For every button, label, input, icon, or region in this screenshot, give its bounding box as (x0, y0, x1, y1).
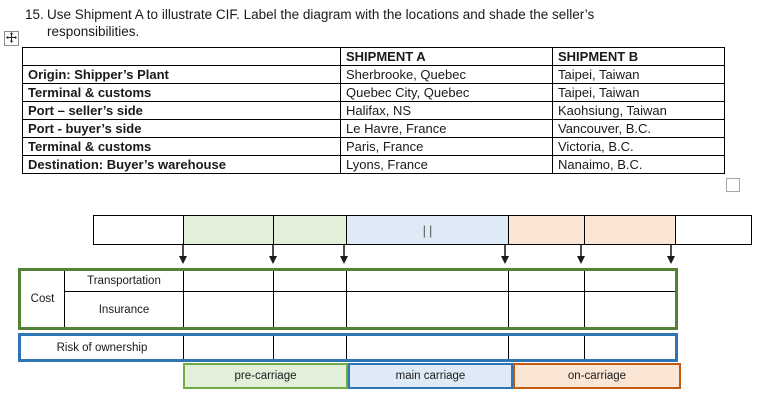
shipment-b-cell: Vancouver, B.C. (552, 119, 725, 138)
down-arrow-icon (340, 245, 348, 264)
down-arrow-icon (577, 245, 585, 264)
table-move-handle[interactable] (4, 31, 19, 46)
insurance-cell-1[interactable] (184, 292, 274, 327)
cost-grid: Cost Transportation Insurance (18, 268, 678, 330)
question-text-line1: Use Shipment A to illustrate CIF. Label … (47, 7, 595, 22)
shipment-a-cell: Lyons, France (340, 155, 553, 174)
shipment-a-cell: Paris, France (340, 137, 553, 156)
risk-cell-1[interactable] (184, 336, 274, 359)
down-arrow-icon (269, 245, 277, 264)
table-row: Destination: Buyer’s warehouse Lyons, Fr… (22, 155, 725, 174)
shipment-b-cell: Taipei, Taiwan (552, 83, 725, 102)
bar-segment-pre-carriage-1[interactable] (183, 216, 273, 244)
row-label-cell: Port – seller’s side (22, 101, 341, 120)
down-arrow-icon (667, 245, 675, 264)
shipment-b-cell: Taipei, Taiwan (552, 65, 725, 84)
table-row: Terminal & customs Paris, France Victori… (22, 137, 725, 156)
bar-segment-on-carriage-2[interactable] (584, 216, 675, 244)
risk-cell-4[interactable] (509, 336, 585, 359)
shipment-a-cell: Sherbrooke, Quebec (340, 65, 553, 84)
insurance-cell-3[interactable] (347, 292, 509, 327)
risk-grid: Risk of ownership (18, 333, 678, 362)
risk-cell-2[interactable] (274, 336, 347, 359)
shipment-b-cell: Kaohsiung, Taiwan (552, 101, 725, 120)
col-header-blank (22, 47, 341, 66)
transportation-cell-3[interactable] (347, 271, 509, 292)
row-label-cell: Destination: Buyer’s warehouse (22, 155, 341, 174)
down-arrow-icon (501, 245, 509, 264)
bar-segment-main-carriage[interactable]: || (346, 216, 508, 244)
shipment-a-cell: Quebec City, Quebec (340, 83, 553, 102)
transportation-cell-1[interactable] (184, 271, 274, 292)
risk-of-ownership-label: Risk of ownership (21, 336, 184, 359)
table-row: Origin: Shipper’s Plant Sherbrooke, Queb… (22, 65, 725, 84)
pre-carriage-label: pre-carriage (183, 363, 348, 389)
shipment-b-cell: Nanaimo, B.C. (552, 155, 725, 174)
shipment-table: SHIPMENT A SHIPMENT B Origin: Shipper’s … (22, 47, 725, 174)
shipment-a-cell: Le Havre, France (340, 119, 553, 138)
bar-segment-origin[interactable] (94, 216, 183, 244)
transportation-label: Transportation (65, 271, 184, 292)
insurance-cell-2[interactable] (274, 292, 347, 327)
table-row: Port - buyer’s side Le Havre, France Van… (22, 119, 725, 138)
table-resize-handle[interactable] (726, 178, 740, 192)
transportation-cell-2[interactable] (274, 271, 347, 292)
insurance-cell-5[interactable] (585, 292, 675, 327)
risk-cell-5[interactable] (585, 336, 675, 359)
row-label-cell: Origin: Shipper’s Plant (22, 65, 341, 84)
cost-label: Cost (21, 271, 65, 327)
shipment-a-cell: Halifax, NS (340, 101, 553, 120)
row-label-cell: Terminal & customs (22, 137, 341, 156)
bar-segment-pre-carriage-2[interactable] (273, 216, 346, 244)
move-icon (6, 30, 17, 48)
bar-segment-on-carriage-1[interactable] (508, 216, 584, 244)
carriage-flow-bar: || (93, 215, 752, 245)
table-row: Terminal & customs Quebec City, Quebec T… (22, 83, 725, 102)
insurance-label: Insurance (65, 292, 184, 327)
row-label-cell: Terminal & customs (22, 83, 341, 102)
question-text-line2: responsibilities. (47, 24, 140, 39)
table-header-row: SHIPMENT A SHIPMENT B (22, 47, 725, 66)
row-label-cell: Port - buyer’s side (22, 119, 341, 138)
question-number: 15. (25, 7, 44, 22)
ship-marker: || (422, 222, 436, 238)
col-header-shipment-a: SHIPMENT A (340, 47, 553, 66)
col-header-shipment-b: SHIPMENT B (552, 47, 725, 66)
table-row: Port – seller’s side Halifax, NS Kaohsiu… (22, 101, 725, 120)
on-carriage-label: on-carriage (513, 363, 681, 389)
down-arrow-icon (179, 245, 187, 264)
shipment-b-cell: Victoria, B.C. (552, 137, 725, 156)
main-carriage-label: main carriage (348, 363, 513, 389)
transportation-cell-5[interactable] (585, 271, 675, 292)
insurance-cell-4[interactable] (509, 292, 585, 327)
transportation-cell-4[interactable] (509, 271, 585, 292)
bar-segment-destination[interactable] (675, 216, 751, 244)
risk-cell-3[interactable] (347, 336, 509, 359)
